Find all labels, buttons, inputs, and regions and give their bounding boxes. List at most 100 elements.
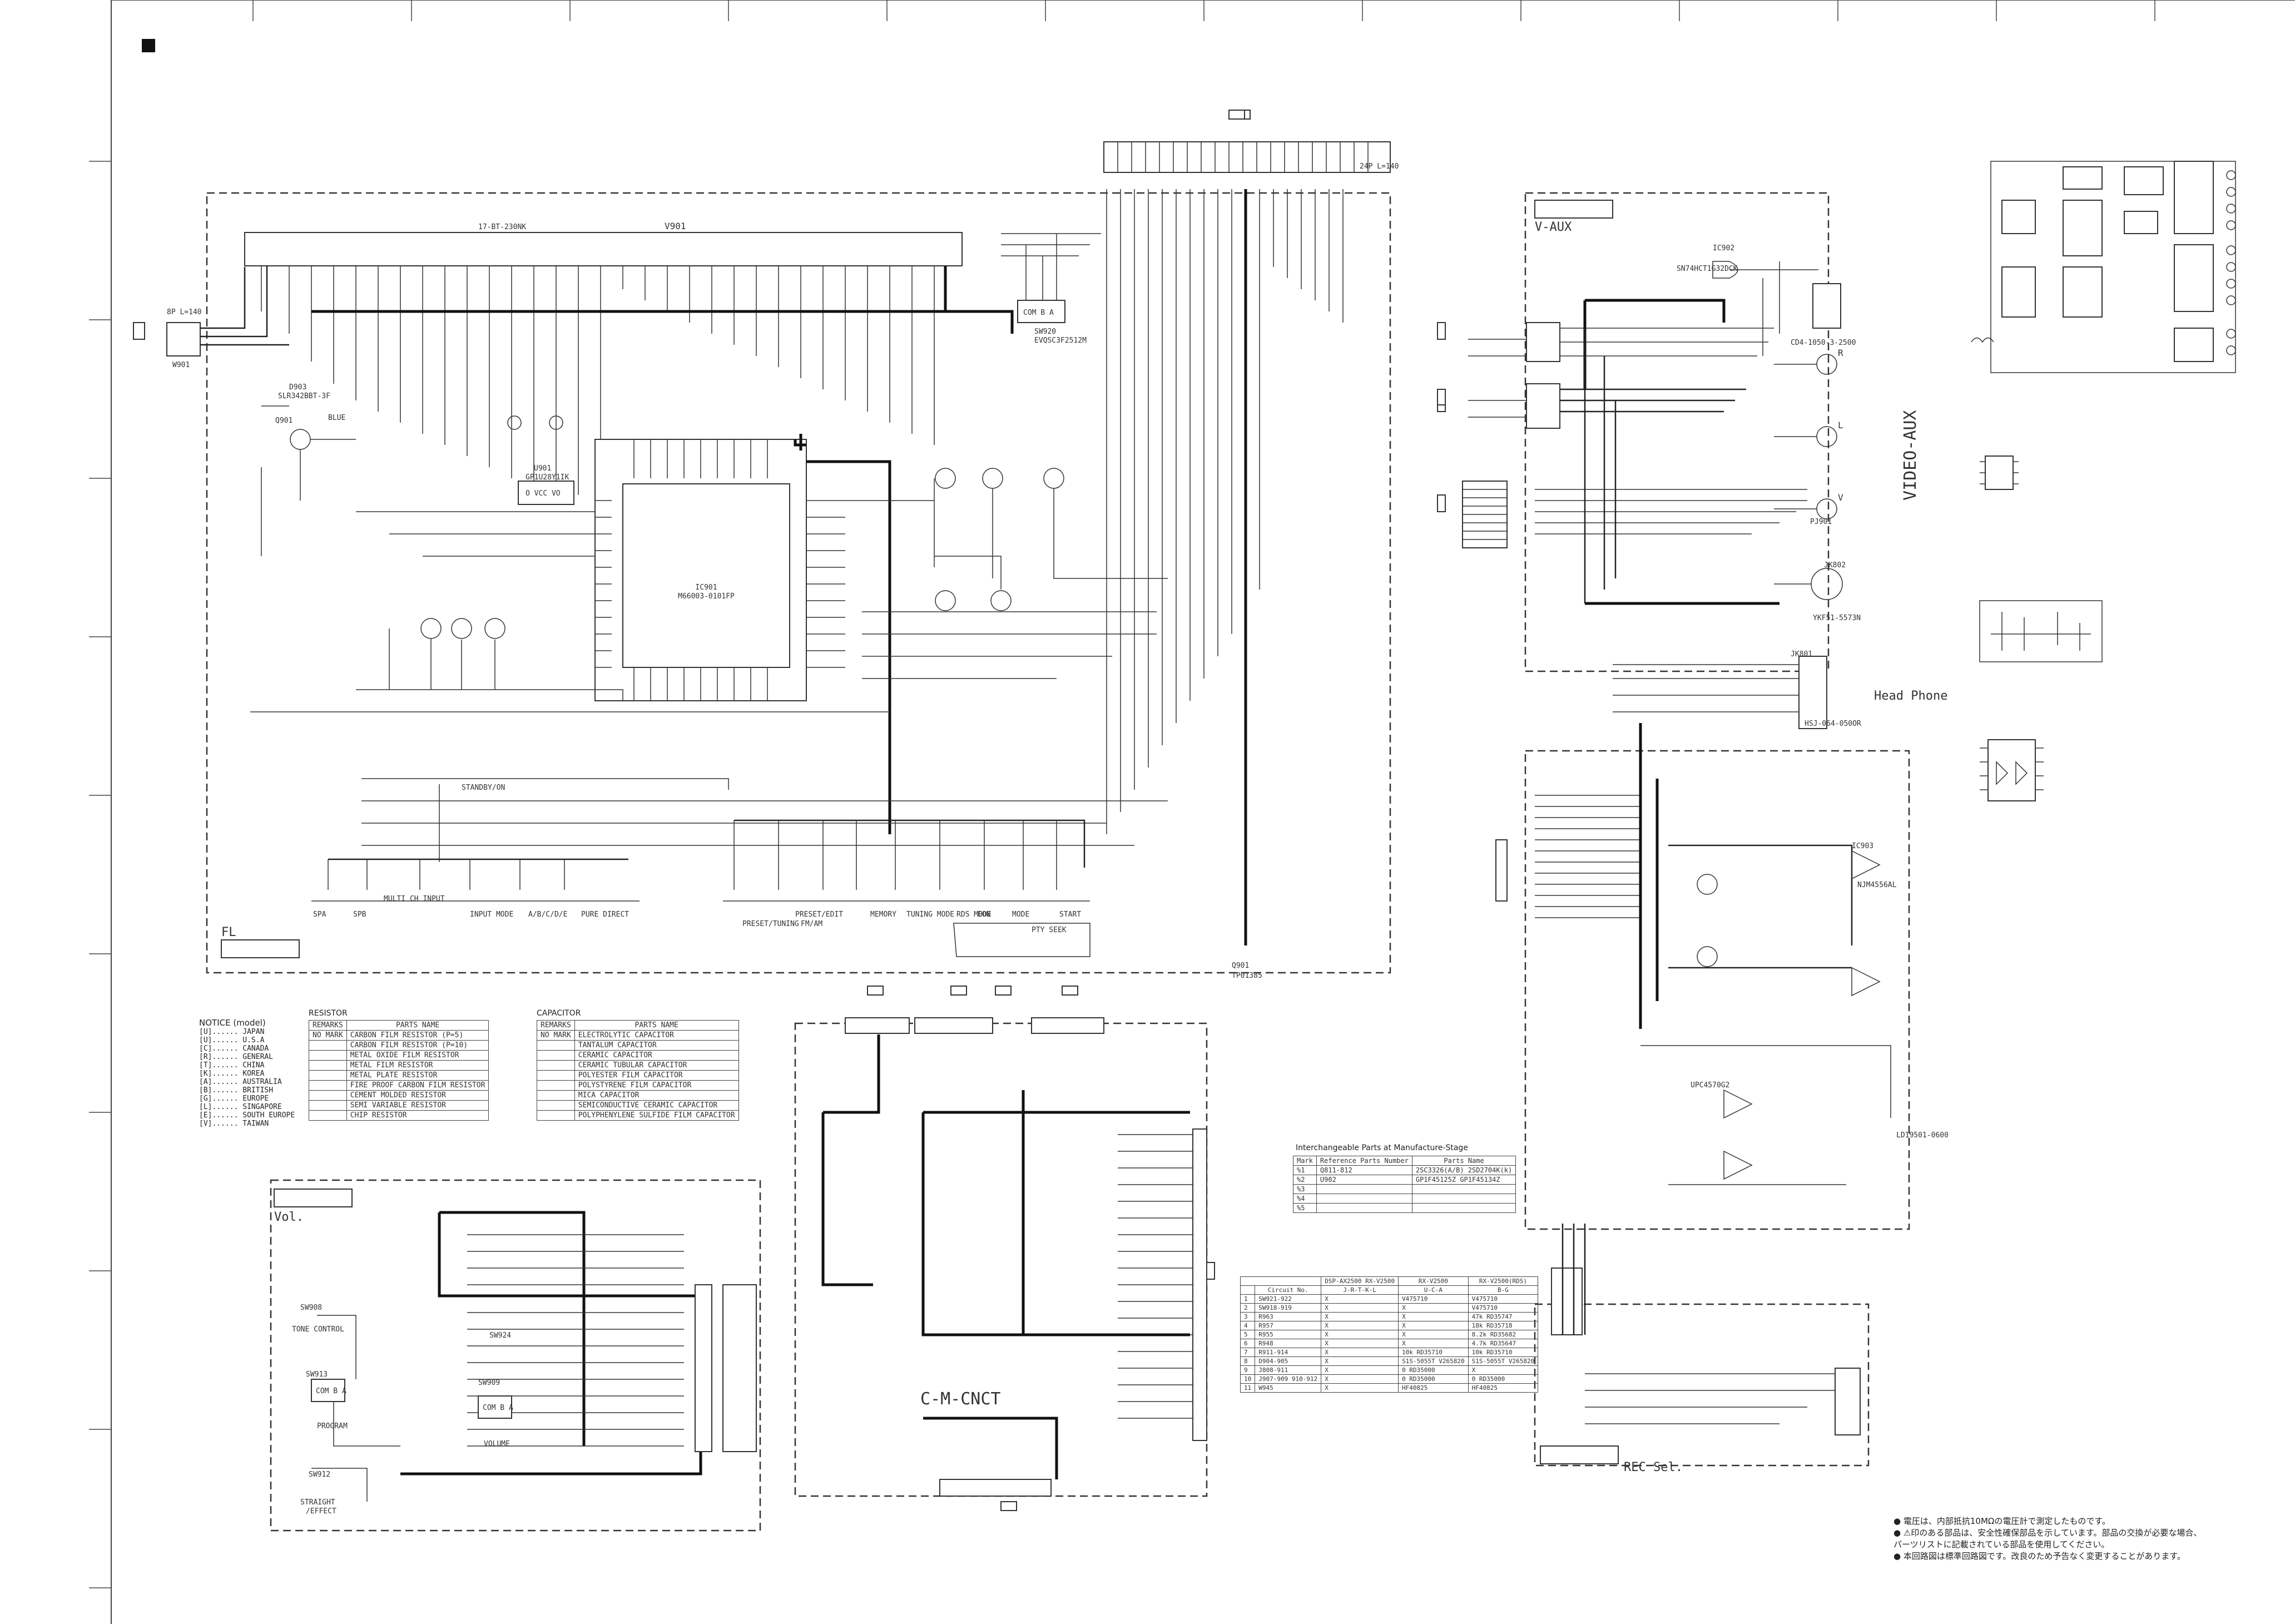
table-cell: R957 bbox=[1255, 1321, 1322, 1330]
table-cell bbox=[1411, 1184, 1516, 1194]
svg-text:NJM4556AL: NJM4556AL bbox=[1857, 881, 1897, 889]
svg-text:COM B A: COM B A bbox=[316, 1387, 346, 1395]
remote-receiver-u901 bbox=[518, 481, 574, 505]
head-phone-label: Head Phone bbox=[1874, 689, 1947, 703]
table-cell: METAL FILM RESISTOR bbox=[346, 1060, 489, 1071]
table-cell: SEMICONDUCTIVE CERAMIC CAPACITOR bbox=[574, 1100, 739, 1111]
table-cell: HF40825 bbox=[1398, 1383, 1469, 1393]
c-m-cnct-label: C-M-CNCT bbox=[920, 1389, 1001, 1409]
table-cell: METAL OXIDE FILM RESISTOR bbox=[346, 1050, 489, 1061]
table-cell: V475710 bbox=[1468, 1303, 1539, 1313]
table-cell: FIRE PROOF CARBON FILM RESISTOR bbox=[346, 1080, 489, 1091]
capacitor-title: CAPACITOR bbox=[537, 1009, 581, 1018]
table-cell: HF40825 bbox=[1468, 1383, 1539, 1393]
table-cell: CERAMIC CAPACITOR bbox=[574, 1050, 739, 1061]
notice-list: [U]...... JAPAN[U]...... U.S.A[C]...... … bbox=[199, 1028, 295, 1128]
table-cell: X bbox=[1321, 1356, 1399, 1366]
page-frame bbox=[89, 0, 2295, 1624]
table-cell bbox=[1411, 1194, 1516, 1204]
table-row: SEMI VARIABLE RESISTOR bbox=[309, 1100, 489, 1111]
placeholder-markers bbox=[867, 110, 1446, 1280]
svg-text:SW913: SW913 bbox=[306, 1370, 328, 1379]
table-cell: V475710 bbox=[1398, 1294, 1469, 1304]
table-row: POLYSTYRENE FILM CAPACITOR bbox=[537, 1080, 739, 1091]
table-cell bbox=[1316, 1203, 1412, 1213]
table-cell: SEMI VARIABLE RESISTOR bbox=[346, 1100, 489, 1111]
notice-item: [T]...... CHINA bbox=[199, 1061, 265, 1070]
table-cell: 18k RD35718 bbox=[1468, 1321, 1539, 1330]
table-header-cell bbox=[1240, 1285, 1256, 1295]
table-cell: D904-905 bbox=[1255, 1356, 1322, 1366]
video-aux-vertical-label: VIDEO-AUX bbox=[1901, 410, 1920, 501]
sw908-label: SW908 bbox=[300, 1304, 322, 1312]
table-cell: X bbox=[1468, 1365, 1539, 1375]
table-cell: 2SC3326(A/B) 2SD2704K(k) bbox=[1411, 1165, 1516, 1175]
table-row: METAL FILM RESISTOR bbox=[309, 1060, 489, 1071]
fl-tube-v901 bbox=[244, 232, 963, 266]
table-row: CEMENT MOLDED RESISTOR bbox=[309, 1090, 489, 1101]
button-start: START bbox=[1059, 910, 1081, 919]
button-spa: SPA bbox=[313, 910, 326, 919]
button-abcde: A/B/C/D/E bbox=[528, 910, 567, 919]
table-cell: X bbox=[1321, 1312, 1399, 1321]
table-cell: %1 bbox=[1293, 1165, 1317, 1175]
table-cell bbox=[309, 1090, 347, 1101]
button-memory: MEMORY bbox=[870, 910, 896, 919]
table-cell: V475710 bbox=[1468, 1294, 1539, 1304]
button-fmam: FM/AM bbox=[801, 920, 822, 928]
table-cell: X bbox=[1398, 1312, 1469, 1321]
rec-sel-label: REC Sel. bbox=[1624, 1460, 1683, 1474]
table-cell: CERAMIC TUBULAR CAPACITOR bbox=[574, 1060, 739, 1071]
table-cell: 5 bbox=[1240, 1330, 1256, 1339]
svg-text:BLUE: BLUE bbox=[328, 414, 345, 422]
table-cell: X bbox=[1398, 1303, 1469, 1313]
program-label: PROGRAM bbox=[317, 1422, 348, 1430]
jack-v bbox=[1816, 498, 1837, 519]
v-aux-label: V-AUX bbox=[1535, 220, 1572, 234]
svg-text:24P L=140: 24P L=140 bbox=[1360, 162, 1399, 171]
resistor-title: RESISTOR bbox=[309, 1009, 348, 1018]
notice-item: [V]...... TAIWAN bbox=[199, 1120, 269, 1128]
table-cell: TANTALUM CAPACITOR bbox=[574, 1040, 739, 1051]
table-cell: MICA CAPACITOR bbox=[574, 1090, 739, 1101]
table-cell bbox=[537, 1040, 575, 1051]
svg-text:W901: W901 bbox=[172, 361, 190, 369]
table-cell: 10k RD35710 bbox=[1468, 1348, 1539, 1357]
table-cell bbox=[309, 1080, 347, 1091]
vol-block: Vol. COM B A COM B A SW908 TONE CONTROL … bbox=[270, 1179, 761, 1532]
table-cell bbox=[537, 1080, 575, 1091]
jack-r bbox=[1816, 354, 1837, 375]
svg-text:COM B A: COM B A bbox=[483, 1404, 513, 1412]
table-cell: 10k RD35710 bbox=[1398, 1348, 1469, 1357]
svg-text:EVQSC3F2512M: EVQSC3F2512M bbox=[1034, 336, 1087, 345]
table-row: METAL PLATE RESISTOR bbox=[309, 1070, 489, 1081]
table-cell bbox=[1316, 1184, 1412, 1194]
table-cell bbox=[537, 1060, 575, 1071]
table-cell: S1S-5055T V265820 bbox=[1468, 1356, 1539, 1366]
fl-block-label: FL bbox=[221, 925, 236, 939]
table-row: SEMICONDUCTIVE CERAMIC CAPACITOR bbox=[537, 1100, 739, 1111]
table-header-cell: J-R-T-K-L bbox=[1321, 1285, 1399, 1295]
notice-item: [L]...... SINGAPORE bbox=[199, 1103, 282, 1111]
svg-text:LD19501-0600: LD19501-0600 bbox=[1896, 1131, 1949, 1140]
table-cell: J907-909 910-912 bbox=[1255, 1374, 1322, 1384]
table-row: TANTALUM CAPACITOR bbox=[537, 1040, 739, 1051]
table-cell bbox=[309, 1060, 347, 1071]
table-row: FIRE PROOF CARBON FILM RESISTOR bbox=[309, 1080, 489, 1091]
table-cell: R963 bbox=[1255, 1312, 1322, 1321]
button-tuning-mode: TUNING MODE bbox=[906, 910, 954, 919]
table-header-cell bbox=[1240, 1276, 1322, 1286]
table-header-cell: RX-V2500(RDS) bbox=[1468, 1276, 1539, 1286]
table-cell: X bbox=[1398, 1339, 1469, 1348]
